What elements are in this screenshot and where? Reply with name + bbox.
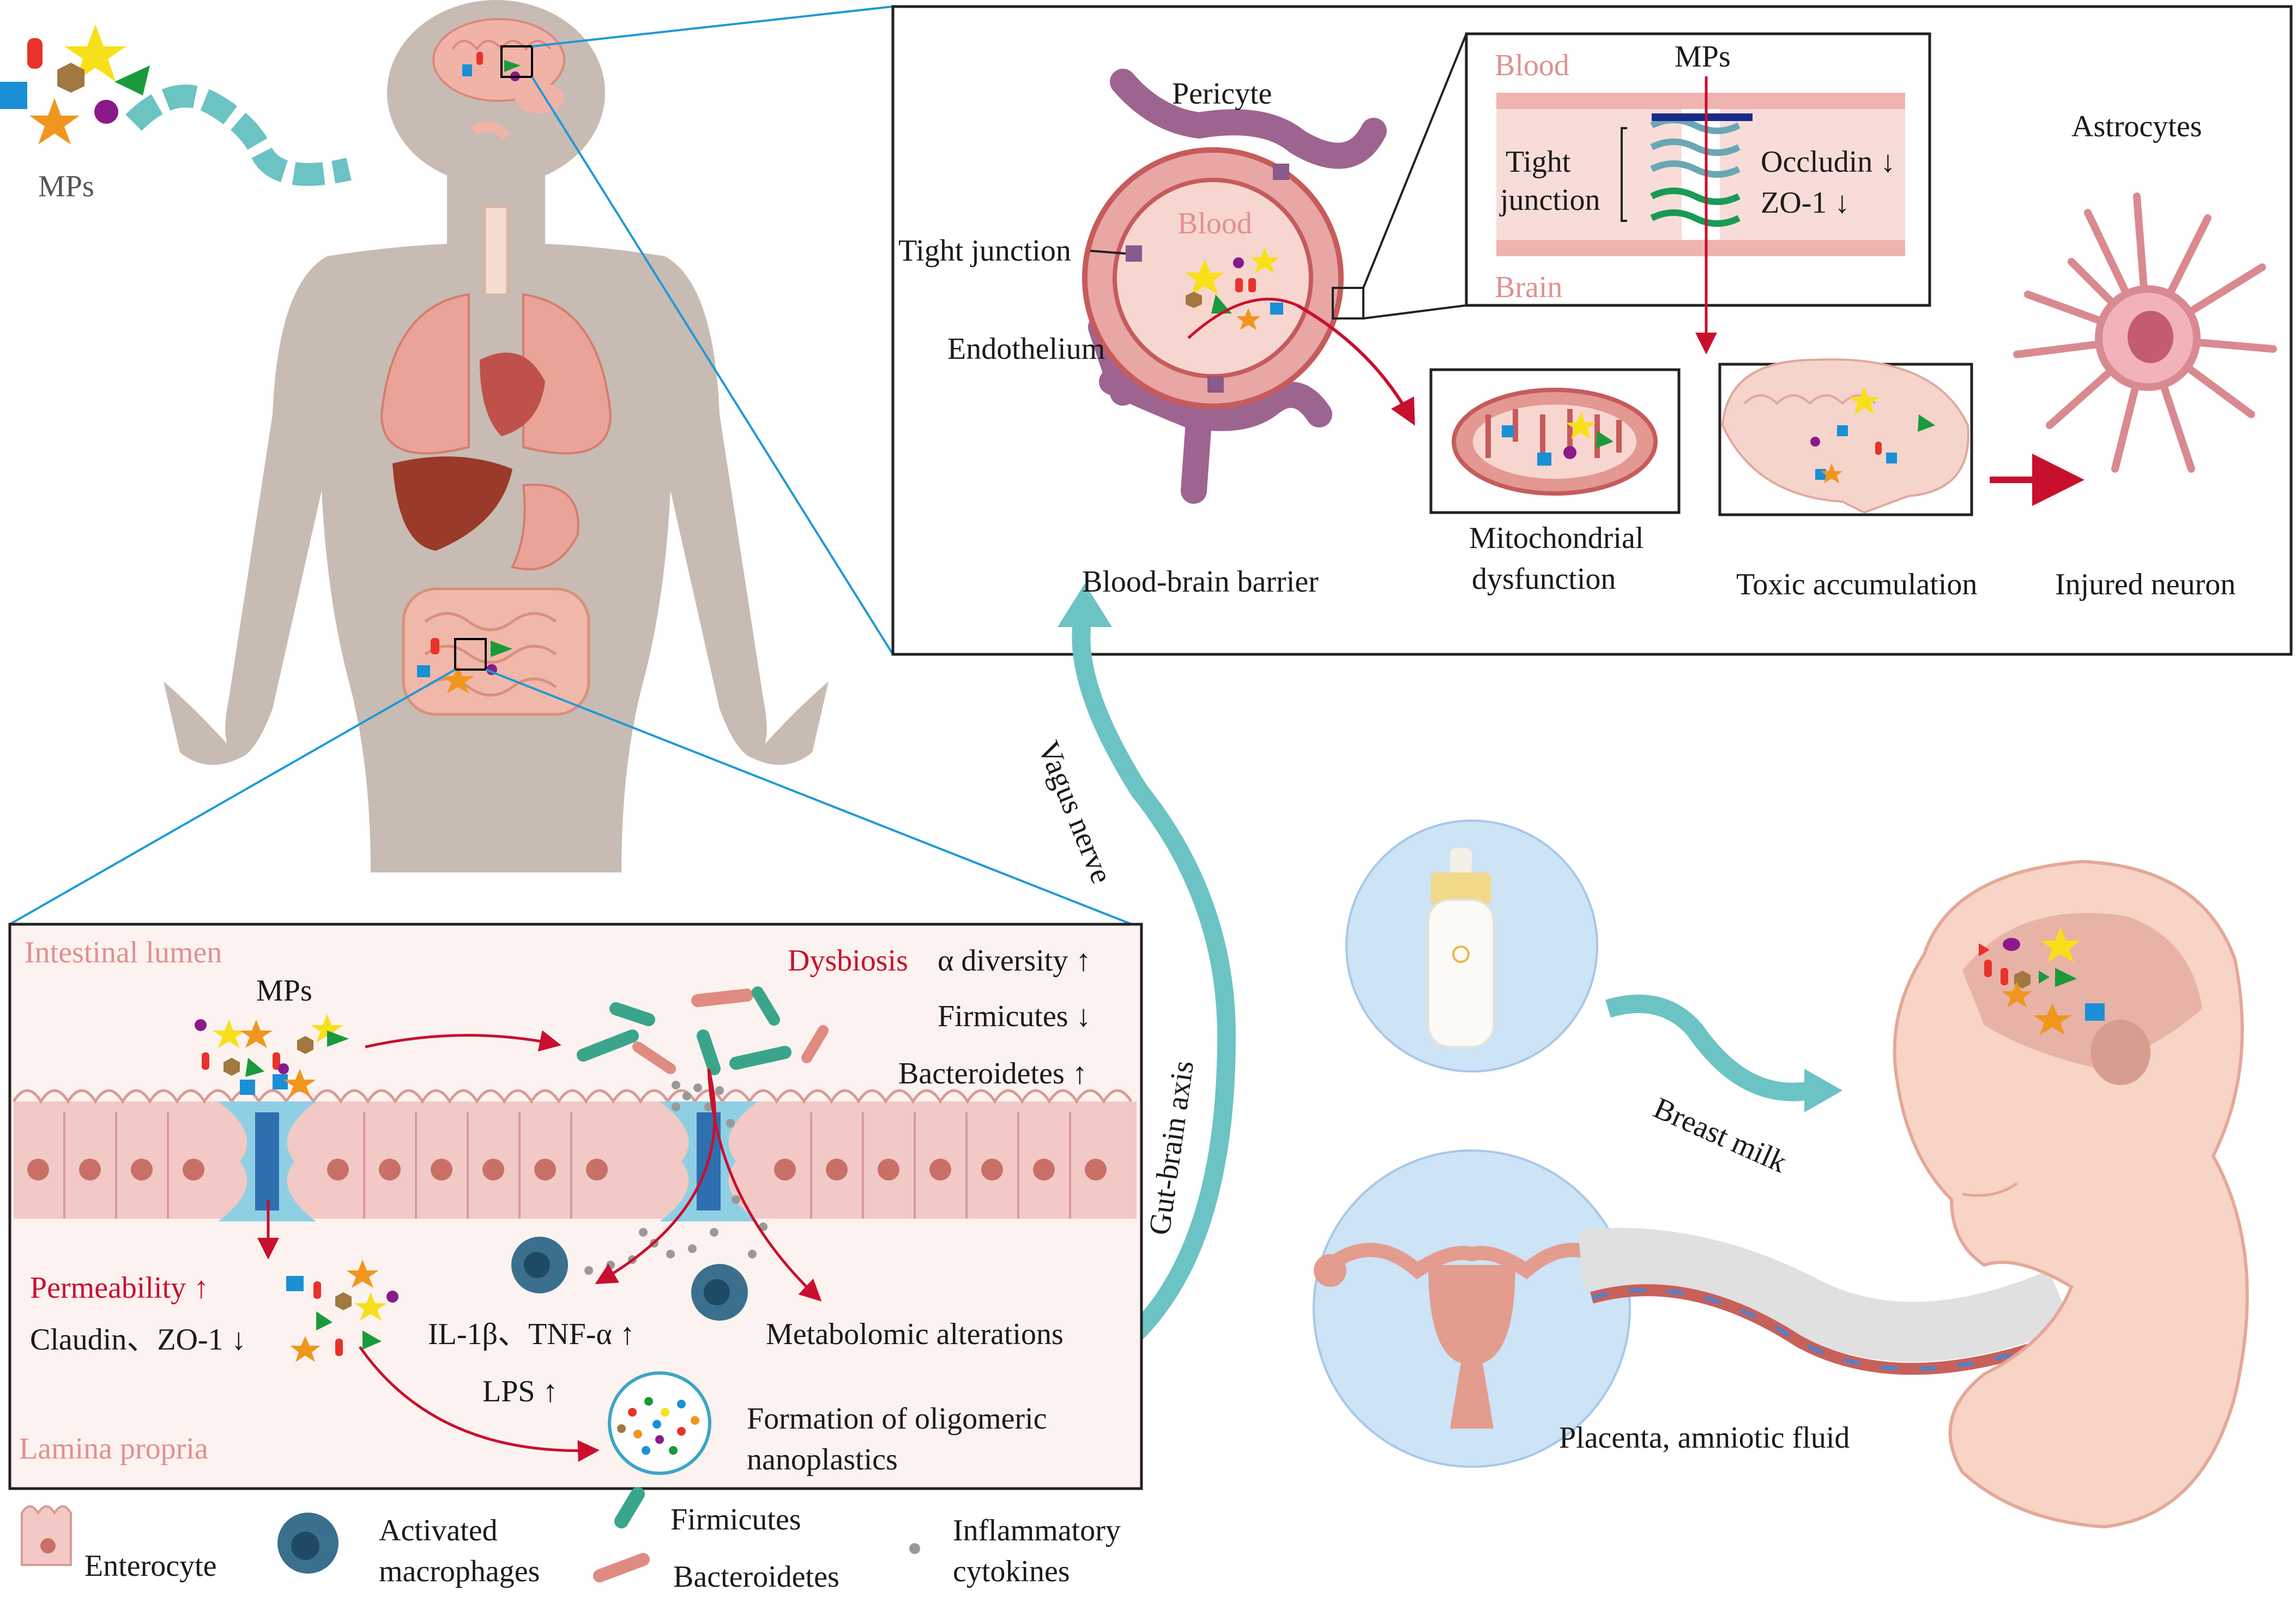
- permeability-mps: [286, 1260, 398, 1362]
- bbb-vessel: [1082, 69, 1387, 504]
- astrocytes-label: Astrocytes: [2071, 110, 2202, 143]
- tj-pointer-line: [1090, 250, 1126, 255]
- pericyte-label: Pericyte: [1172, 77, 1272, 111]
- injured-neuron-label: Injured neuron: [2055, 568, 2236, 601]
- bbb-title: Blood-brain barrier: [1082, 565, 1319, 599]
- firmicutes-change-label: Firmicutes ↓: [938, 999, 1091, 1033]
- firmicutes-icon: [614, 1487, 645, 1528]
- legend-enterocyte-label: Enterocyte: [84, 1549, 217, 1583]
- inflammatory-cytokine-icon: [909, 1543, 920, 1554]
- mito-label-1: Mitochondrial: [1469, 521, 1644, 555]
- legend-bacteroidetes-label: Bacteroidetes: [673, 1560, 839, 1594]
- uterus-circle: [1313, 1149, 1631, 1468]
- zo1-label: ZO-1 ↓: [1761, 186, 1850, 220]
- gut-brain-axis-arrow: [1065, 620, 1236, 1388]
- inset-tight-label: Tight: [1506, 145, 1571, 179]
- placenta-band: [1578, 1227, 2073, 1362]
- tight-junction-label: Tight junction: [898, 234, 1071, 268]
- legend-icons: [21, 1487, 920, 1582]
- breast-milk-arrow: [1605, 995, 1811, 1101]
- toxic-brain-art: [1721, 358, 1969, 514]
- vessel-blood-label: Blood: [1177, 207, 1252, 240]
- alpha-diversity-label: α diversity ↑: [938, 944, 1091, 978]
- astrocyte-art: [2013, 192, 2277, 473]
- legend-firmicutes-label: Firmicutes: [670, 1503, 801, 1537]
- inset-brain-label: Brain: [1495, 270, 1563, 304]
- gut-lumen-mps: [195, 1014, 349, 1097]
- mps-flow-wave: [125, 85, 352, 186]
- tj-inset-art: [1496, 76, 1905, 354]
- legend-inflammatory-label-2: cytokines: [953, 1555, 1070, 1588]
- gut-brain-axis-arrowhead: [1058, 583, 1112, 627]
- lamina-propria-label: Lamina propria: [19, 1432, 208, 1466]
- metabolomic-label: Metabolomic alterations: [766, 1317, 1064, 1351]
- oligomeric-label-1: Formation of oligomeric: [747, 1402, 1047, 1436]
- dysbiosis-label: Dysbiosis: [788, 944, 908, 978]
- placenta-label: Placenta, amniotic fluid: [1559, 1421, 1850, 1455]
- inset-mps-label: MPs: [1675, 40, 1731, 74]
- legend-inflammatory-label-1: Inflammatory: [953, 1514, 1121, 1547]
- legend-macro-label-2: macrophages: [379, 1555, 540, 1588]
- fetus: [1893, 859, 2249, 1529]
- legend-macro-label-1: Activated: [379, 1514, 498, 1547]
- arrow-to-mito: [1296, 304, 1415, 426]
- gut-red-arrows: [257, 1030, 822, 1462]
- cytokines-label: IL-1β、TNF-α ↑: [428, 1317, 635, 1351]
- endothelium-label: Endothelium: [947, 332, 1105, 366]
- epithelium-art: [12, 1089, 1137, 1221]
- bottle-circle: [1345, 820, 1598, 1073]
- mito-art: [1452, 388, 1658, 496]
- mito-label-2: dysfunction: [1472, 562, 1616, 596]
- intestinal-lumen-label: Intestinal lumen: [25, 936, 222, 969]
- mps-source-cluster: [0, 25, 150, 144]
- connector-lines: [9, 5, 1132, 925]
- permeability-label: Permeability ↑: [30, 1271, 209, 1305]
- gut-mps-label: MPs: [256, 974, 312, 1008]
- bacteroidetes-icon: [593, 1553, 650, 1582]
- occludin-label: Occludin ↓: [1761, 145, 1896, 179]
- bacteroidetes-change-label: Bacteroidetes ↑: [898, 1057, 1087, 1091]
- brain-mps: [462, 45, 533, 81]
- gut-bacteria: [577, 986, 829, 1075]
- inset-blood-label: Blood: [1495, 49, 1569, 82]
- lps-label: LPS ↑: [482, 1375, 558, 1408]
- enterocyte-icon: [21, 1505, 72, 1566]
- inset-junction-label: junction: [1500, 183, 1600, 217]
- claudin-zo1-label: Claudin、ZO-1 ↓: [30, 1323, 246, 1357]
- mps-source-label: MPs: [38, 170, 94, 203]
- umbilical-cord: [1590, 1284, 2085, 1375]
- macrophages: [511, 1237, 748, 1321]
- gut-mps: [417, 638, 512, 694]
- oligomeric-label-2: nanoplastics: [747, 1443, 898, 1477]
- nanoplastics-circle: [608, 1371, 711, 1475]
- toxic-accumulation-label: Toxic accumulation: [1736, 568, 1978, 601]
- human-body: [164, 0, 829, 872]
- breast-milk-arrowhead: [1804, 1069, 1842, 1112]
